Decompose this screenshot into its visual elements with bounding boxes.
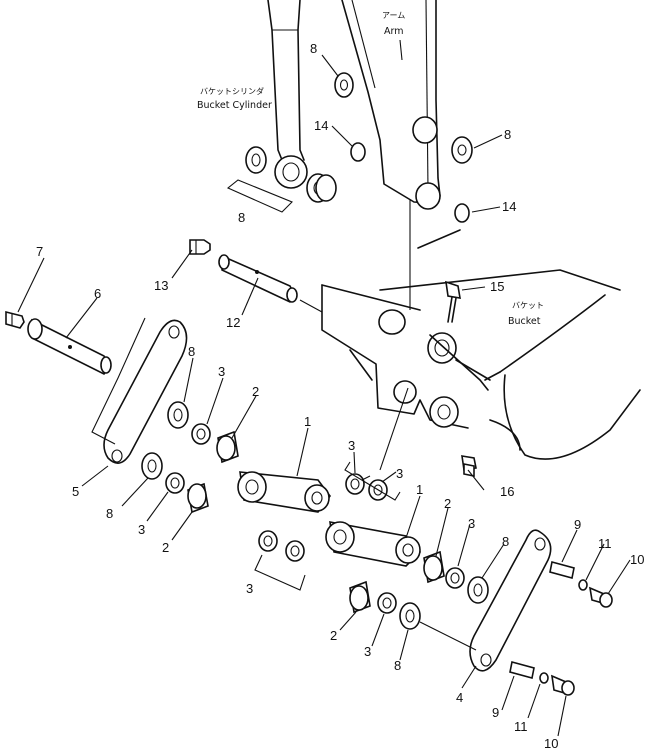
callout-13: 13 xyxy=(154,278,168,293)
arm-caption-en: Arm xyxy=(384,26,404,37)
washers-cylinder xyxy=(245,146,337,203)
callout-9: 9 xyxy=(574,517,581,532)
lock-plate-9-bottom xyxy=(509,661,535,679)
callout-16: 16 xyxy=(500,484,514,499)
callout-8: 8 xyxy=(502,534,509,549)
callout-10: 10 xyxy=(630,552,644,567)
callout-2: 2 xyxy=(330,628,337,643)
callout-11: 11 xyxy=(514,719,528,734)
pin-axis-lower xyxy=(419,621,477,651)
seals-left xyxy=(165,423,211,494)
bucket-caption-jp: バケット xyxy=(512,301,544,310)
link-5 xyxy=(103,319,188,464)
pin-12 xyxy=(218,254,298,303)
callout-15: 15 xyxy=(490,279,504,294)
lock-plate-9-top xyxy=(549,561,575,579)
callout-12: 12 xyxy=(226,315,240,330)
callout-3: 3 xyxy=(138,522,145,537)
washers-8-left xyxy=(141,401,189,480)
leader-lines xyxy=(17,54,631,737)
callout-8: 8 xyxy=(238,210,245,225)
callout-8: 8 xyxy=(394,658,401,673)
callout-7: 7 xyxy=(36,244,43,259)
nut-16 xyxy=(461,455,477,477)
arm-caption-jp: アーム xyxy=(382,11,405,20)
callout-4: 4 xyxy=(456,690,463,705)
callout-5: 5 xyxy=(72,484,79,499)
link-1-lower xyxy=(325,521,422,567)
bucket-cylinder-caption-en: Bucket Cylinder xyxy=(197,100,272,111)
callout-bracket-5 xyxy=(91,317,146,445)
callout-3: 3 xyxy=(396,466,403,481)
pin-12-axis xyxy=(299,299,323,313)
callout-6: 6 xyxy=(94,286,101,301)
washers-8-right xyxy=(399,576,489,630)
fitting-7 xyxy=(5,310,25,329)
bushings-left xyxy=(187,430,239,514)
bucket xyxy=(321,229,641,460)
callout-10: 10 xyxy=(544,736,558,750)
callout-3: 3 xyxy=(348,438,355,453)
link-1-upper xyxy=(237,471,331,513)
callout-2: 2 xyxy=(444,496,451,511)
bolt-10-bottom xyxy=(551,674,575,696)
callout-3: 3 xyxy=(364,644,371,659)
callout-bracket-3-mid xyxy=(254,554,306,591)
washer-11-bottom xyxy=(539,672,549,684)
washers-arm xyxy=(334,72,473,223)
callout-14: 14 xyxy=(502,199,516,214)
callout-2: 2 xyxy=(252,384,259,399)
callout-3: 3 xyxy=(468,516,475,531)
pin-6 xyxy=(27,318,112,376)
callout-8: 8 xyxy=(188,344,195,359)
callout-1: 1 xyxy=(416,482,423,497)
bucket-caption-en: Bucket xyxy=(508,316,541,327)
arm xyxy=(341,0,441,210)
bushings-right xyxy=(349,550,445,614)
seals-right xyxy=(377,567,465,614)
washer-11-top xyxy=(578,579,588,591)
callout-3: 3 xyxy=(246,581,253,596)
callout-bracket-3-upper xyxy=(344,461,401,501)
callout-9: 9 xyxy=(492,705,499,720)
callout-8: 8 xyxy=(106,506,113,521)
bucket-cylinder-caption-jp: バケットシリンダ xyxy=(200,86,264,96)
callout-8: 8 xyxy=(310,41,317,56)
callout-2: 2 xyxy=(162,540,169,555)
callout-14: 14 xyxy=(314,118,328,133)
bucket-cylinder xyxy=(267,0,308,189)
callout-1: 1 xyxy=(304,414,311,429)
callout-3: 3 xyxy=(218,364,225,379)
callout-8: 8 xyxy=(504,127,511,142)
bolt-15 xyxy=(445,280,461,323)
callout-bracket-8-top xyxy=(226,179,293,213)
callout-11: 11 xyxy=(598,536,612,551)
fitting-13 xyxy=(189,239,211,255)
bolt-10-top xyxy=(588,586,613,608)
link-4 xyxy=(469,529,552,672)
